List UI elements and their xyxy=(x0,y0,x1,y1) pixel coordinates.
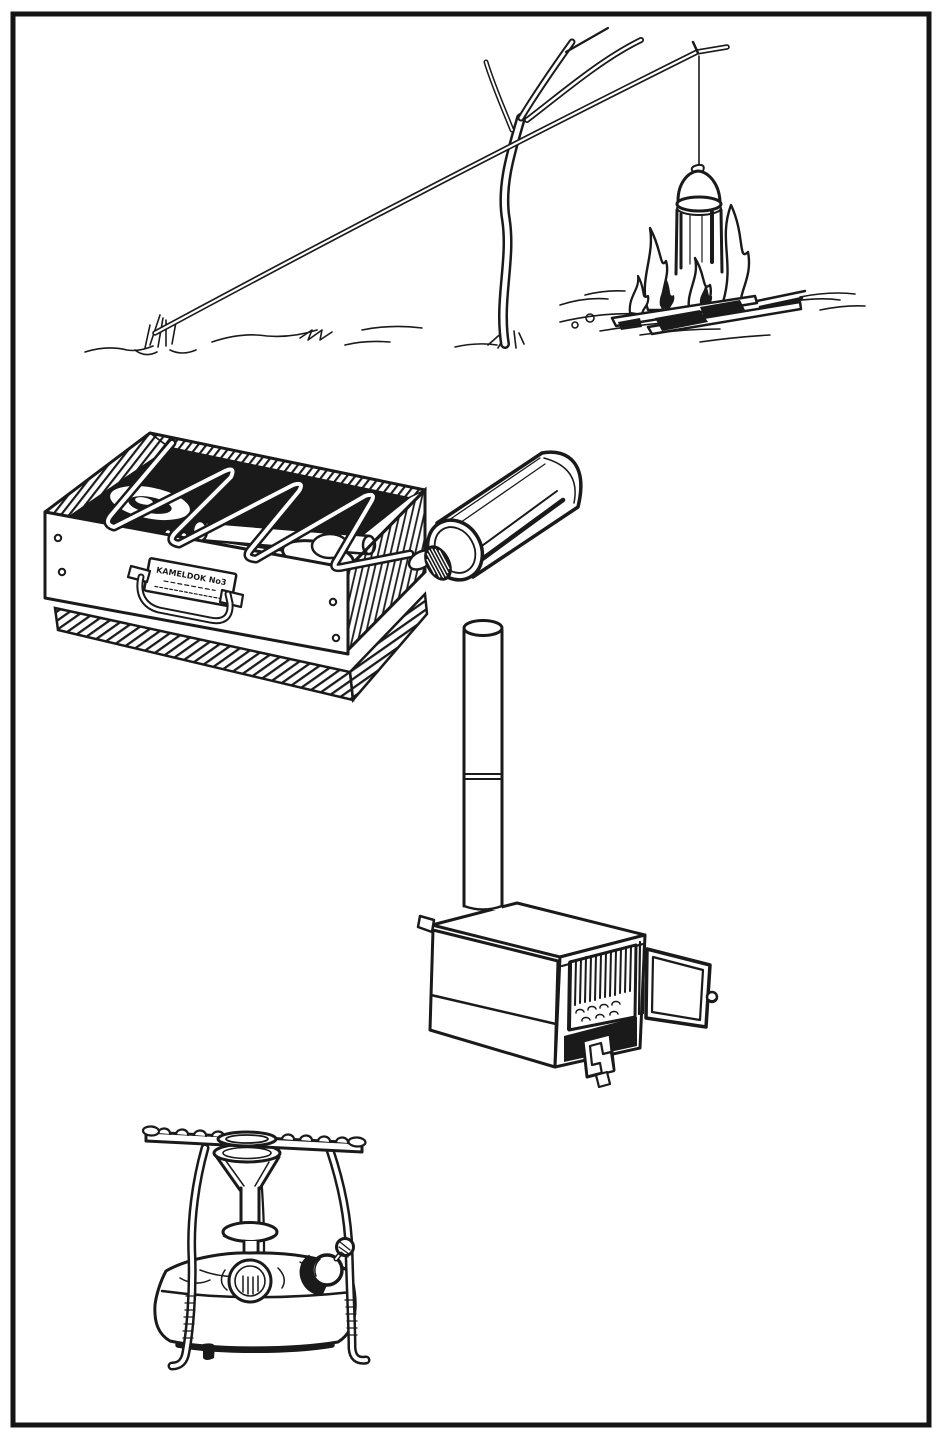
burner-loop xyxy=(227,1258,273,1304)
forked-sapling xyxy=(483,26,644,349)
drawer-latch xyxy=(588,1041,616,1076)
serpentine-grate xyxy=(103,438,415,573)
stove-door xyxy=(644,947,719,1029)
dingle-stick-pole xyxy=(152,40,730,336)
ash-drawer xyxy=(564,1017,637,1089)
base-seam-line xyxy=(429,993,558,1026)
pump-ball xyxy=(310,1253,344,1287)
primus-stove-drawing xyxy=(141,1125,371,1371)
plate-border xyxy=(10,11,932,1428)
carry-handle xyxy=(126,564,245,625)
campfire-scene-drawing xyxy=(84,26,866,356)
burner-column xyxy=(212,1142,282,1270)
control-knob xyxy=(424,545,452,581)
stove-base-right xyxy=(348,591,429,704)
gas-cylinder xyxy=(407,450,583,582)
wood-stove-drawing xyxy=(416,619,719,1089)
stove-label-plate: KAMELDOK No3 xyxy=(143,557,238,608)
tank-foot xyxy=(203,1343,215,1360)
billy-can xyxy=(674,163,724,276)
gas-stove-drawing: KAMELDOK No3 xyxy=(43,431,583,704)
ember-pebbles xyxy=(575,1000,621,1022)
door-hinge xyxy=(637,940,646,1016)
stove-legs xyxy=(167,1143,371,1371)
rivets xyxy=(53,533,341,643)
pot-stand-bar xyxy=(141,1125,367,1154)
campfire-flames xyxy=(628,203,751,320)
tank-base-shadow xyxy=(175,1342,335,1353)
pump-assembly xyxy=(299,1237,355,1296)
chimney-pipe xyxy=(462,619,504,911)
fire-logs xyxy=(571,289,807,336)
